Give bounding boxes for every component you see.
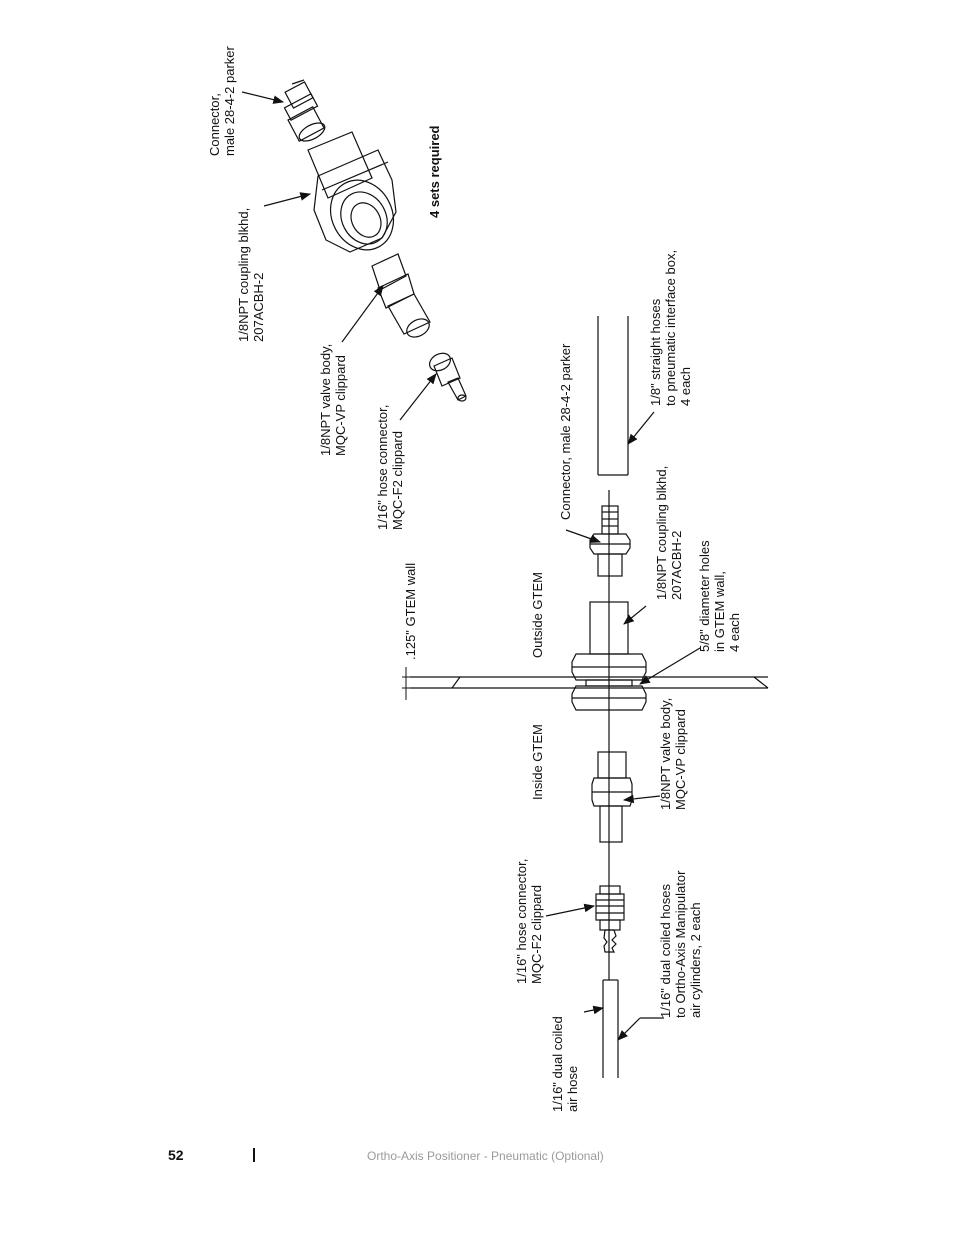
footer-divider xyxy=(253,1148,255,1162)
label-top-coupling: 1/8NPT coupling blkhd, 207ACBH-2 xyxy=(236,207,266,342)
iso-hose-connector-part xyxy=(428,352,467,402)
page-number: 52 xyxy=(168,1147,184,1163)
section-coupling-part xyxy=(571,601,647,711)
section-hose-connector-part xyxy=(595,885,625,953)
label-gtem-wall: .125" GTEM wall xyxy=(403,562,418,660)
footer-title: Ortho-Axis Positioner - Pneumatic (Optio… xyxy=(367,1149,604,1163)
label-top-hose-connector: 1/16" hose connector, MQC-F2 clippard xyxy=(375,404,405,530)
iso-coupling-part xyxy=(307,131,397,253)
label-top-connector: Connector, male 28-4-2 parker xyxy=(207,46,237,156)
label-outside-gtem: Outside GTEM xyxy=(530,572,545,658)
label-straight-hoses: 1/8" straight hoses to pneumatic interfa… xyxy=(648,249,693,406)
iso-connector-part xyxy=(283,79,326,142)
iso-valve-part xyxy=(371,253,431,338)
label-inside-gtem: Inside GTEM xyxy=(530,724,545,800)
section-valve-part xyxy=(591,751,633,843)
label-coupling: 1/8NPT coupling blkhd, 207ACBH-2 xyxy=(654,465,684,600)
label-diameter-holes: 5/8" diameter holes in GTEM wall, 4 each xyxy=(697,540,742,652)
label-valve: 1/8NPT valve body, MQC-VP clippard xyxy=(658,697,688,810)
label-top-valve: 1/8NPT valve body, MQC-VP clippard xyxy=(318,343,348,456)
label-dual-coiled-hoses: 1/16" dual coiled hoses to Ortho-Axis Ma… xyxy=(658,870,703,1018)
label-hose-connector: 1/16" hose connector, MQC-F2 clippard xyxy=(514,858,544,984)
section-connector-part xyxy=(589,505,631,577)
label-sets-required: 4 sets required xyxy=(427,125,442,219)
label-dual-coiled-air-hose: 1/16" dual coiled air hose xyxy=(550,1016,580,1112)
label-connector: Connector, male 28-4-2 parker xyxy=(558,343,573,520)
gtem-wall xyxy=(402,667,769,700)
